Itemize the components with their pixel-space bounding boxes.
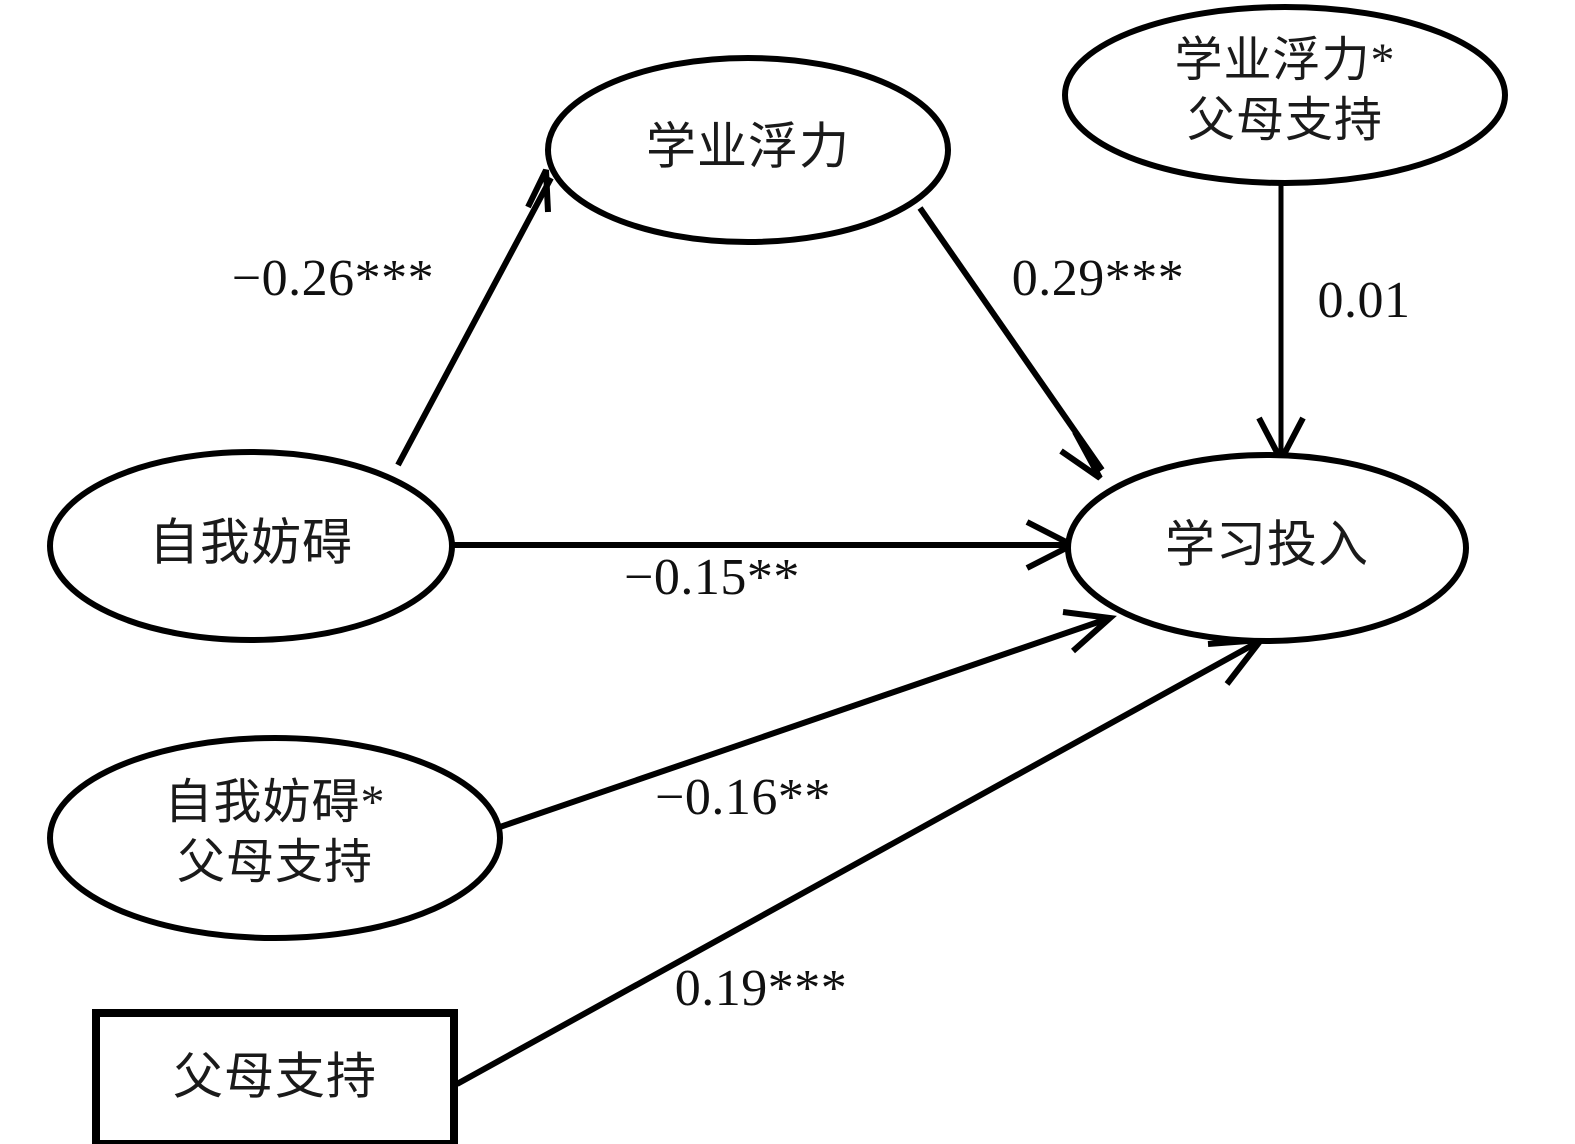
node-shape-learning-engagement xyxy=(1065,452,1469,644)
coefficient-label-self-handicapping-interaction-to-learning-engagement: −0.16** xyxy=(655,769,831,826)
node-label-academic-buoyancy: 学业浮力 xyxy=(646,118,850,174)
node-label-parental-support: 父母支持 xyxy=(173,1048,377,1104)
node-shape-parental-support xyxy=(92,1009,458,1144)
node-self-handicapping-x-parental-support[interactable]: 自我妨碍* 父母支持 xyxy=(47,735,503,941)
coefficient-label-parental-support-to-learning-engagement: 0.19*** xyxy=(675,960,848,1017)
path-buoyancy-interaction-to-learning-engagement xyxy=(1256,182,1306,467)
path-line-sh-ab xyxy=(395,176,554,467)
path-self-handicapping-to-academic-buoyancy xyxy=(395,168,554,467)
path-self-handicapping-interaction-to-learning-engagement xyxy=(496,609,1117,831)
node-shape-buoyancy-x-parental-support xyxy=(1062,4,1508,186)
arrowhead-shxps-le xyxy=(1062,609,1117,654)
node-learning-engagement[interactable]: 学习投入 xyxy=(1065,452,1469,644)
path-line-ps-le xyxy=(455,639,1260,1087)
node-shape-academic-buoyancy xyxy=(545,55,951,245)
arrowhead-sh-ab xyxy=(525,168,551,213)
node-self-handicapping[interactable]: 自我妨碍 xyxy=(47,449,455,643)
node-shape-self-handicapping xyxy=(47,449,455,643)
path-academic-buoyancy-to-learning-engagement xyxy=(917,206,1105,481)
coefficient-label-buoyancy-interaction-to-learning-engagement: 0.01 xyxy=(1318,272,1411,329)
arrowhead-ab-le xyxy=(1059,430,1103,481)
path-line-shxps-le xyxy=(496,616,1108,831)
node-label-self-handicapping-x-parental-support-line1: 自我妨碍* xyxy=(164,776,385,829)
node-label-self-handicapping: 自我妨碍 xyxy=(149,514,353,570)
path-line-ab-le xyxy=(917,206,1105,472)
node-label-buoyancy-x-parental-support-line2: 父母支持 xyxy=(1187,94,1383,147)
node-academic-buoyancy[interactable]: 学业浮力 xyxy=(545,55,951,245)
node-label-learning-engagement: 学习投入 xyxy=(1165,516,1369,572)
coefficient-label-self-handicapping-to-academic-buoyancy: −0.26*** xyxy=(232,250,434,307)
node-label-self-handicapping-x-parental-support-line2: 父母支持 xyxy=(177,836,373,889)
coefficient-label-academic-buoyancy-to-learning-engagement: 0.29*** xyxy=(1012,250,1185,307)
node-shape-self-handicapping-x-parental-support xyxy=(47,735,503,941)
node-parental-support[interactable]: 父母支持 xyxy=(92,1009,458,1144)
node-label-buoyancy-x-parental-support-line1: 学业浮力* xyxy=(1174,34,1395,87)
coefficient-label-self-handicapping-to-learning-engagement: −0.15** xyxy=(624,549,800,606)
node-buoyancy-x-parental-support[interactable]: 学业浮力* 父母支持 xyxy=(1062,4,1508,186)
